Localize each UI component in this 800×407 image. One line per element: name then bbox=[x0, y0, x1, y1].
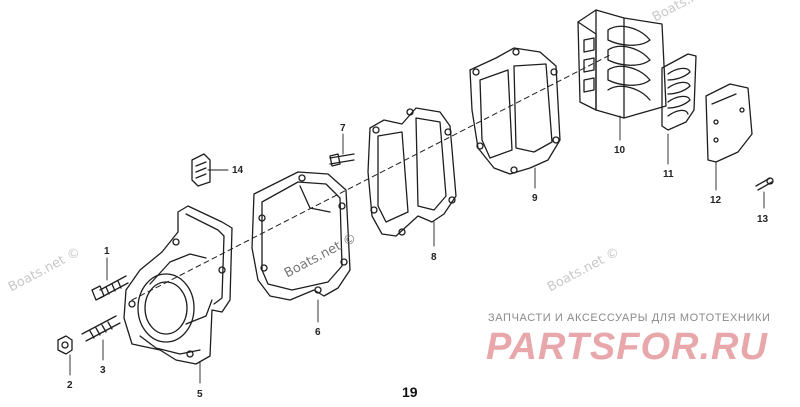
callout-9: 9 bbox=[532, 193, 538, 204]
part-14-decal bbox=[191, 153, 211, 187]
callout-8: 8 bbox=[431, 252, 437, 263]
part-5-intake-manifold bbox=[123, 205, 233, 365]
part-2-nut bbox=[57, 335, 73, 355]
callout-12: 12 bbox=[710, 195, 722, 206]
page-number: 19 bbox=[402, 384, 418, 400]
part-7-screw bbox=[329, 153, 355, 167]
part-9-reed-plate bbox=[469, 47, 561, 175]
part-11-reed-petals bbox=[661, 53, 697, 131]
leader-lines bbox=[69, 115, 765, 384]
callout-10: 10 bbox=[614, 145, 626, 156]
part-1-bolt bbox=[91, 275, 129, 301]
part-3-stud bbox=[81, 315, 121, 342]
callout-6: 6 bbox=[315, 327, 321, 338]
callout-7: 7 bbox=[340, 123, 346, 134]
part-8-reed-gasket bbox=[367, 107, 457, 237]
part-6-gasket bbox=[251, 171, 351, 301]
callout-13: 13 bbox=[757, 214, 769, 225]
part-13-screw bbox=[755, 177, 774, 191]
part-12-reed-stop bbox=[705, 83, 753, 163]
assembly-axis bbox=[131, 54, 611, 301]
brand-tagline: ЗАПЧАСТИ И АКСЕССУАРЫ ДЛЯ МОТОТЕХНИКИ bbox=[488, 312, 771, 324]
callout-3: 3 bbox=[100, 365, 106, 376]
part-10-reed-block bbox=[577, 9, 667, 119]
brand-logo: PARTSFOR.RU bbox=[486, 326, 768, 368]
callout-2: 2 bbox=[67, 380, 73, 391]
callout-14: 14 bbox=[232, 165, 244, 176]
callout-11: 11 bbox=[663, 169, 674, 180]
callout-5: 5 bbox=[197, 389, 203, 400]
callout-1: 1 bbox=[104, 246, 110, 257]
